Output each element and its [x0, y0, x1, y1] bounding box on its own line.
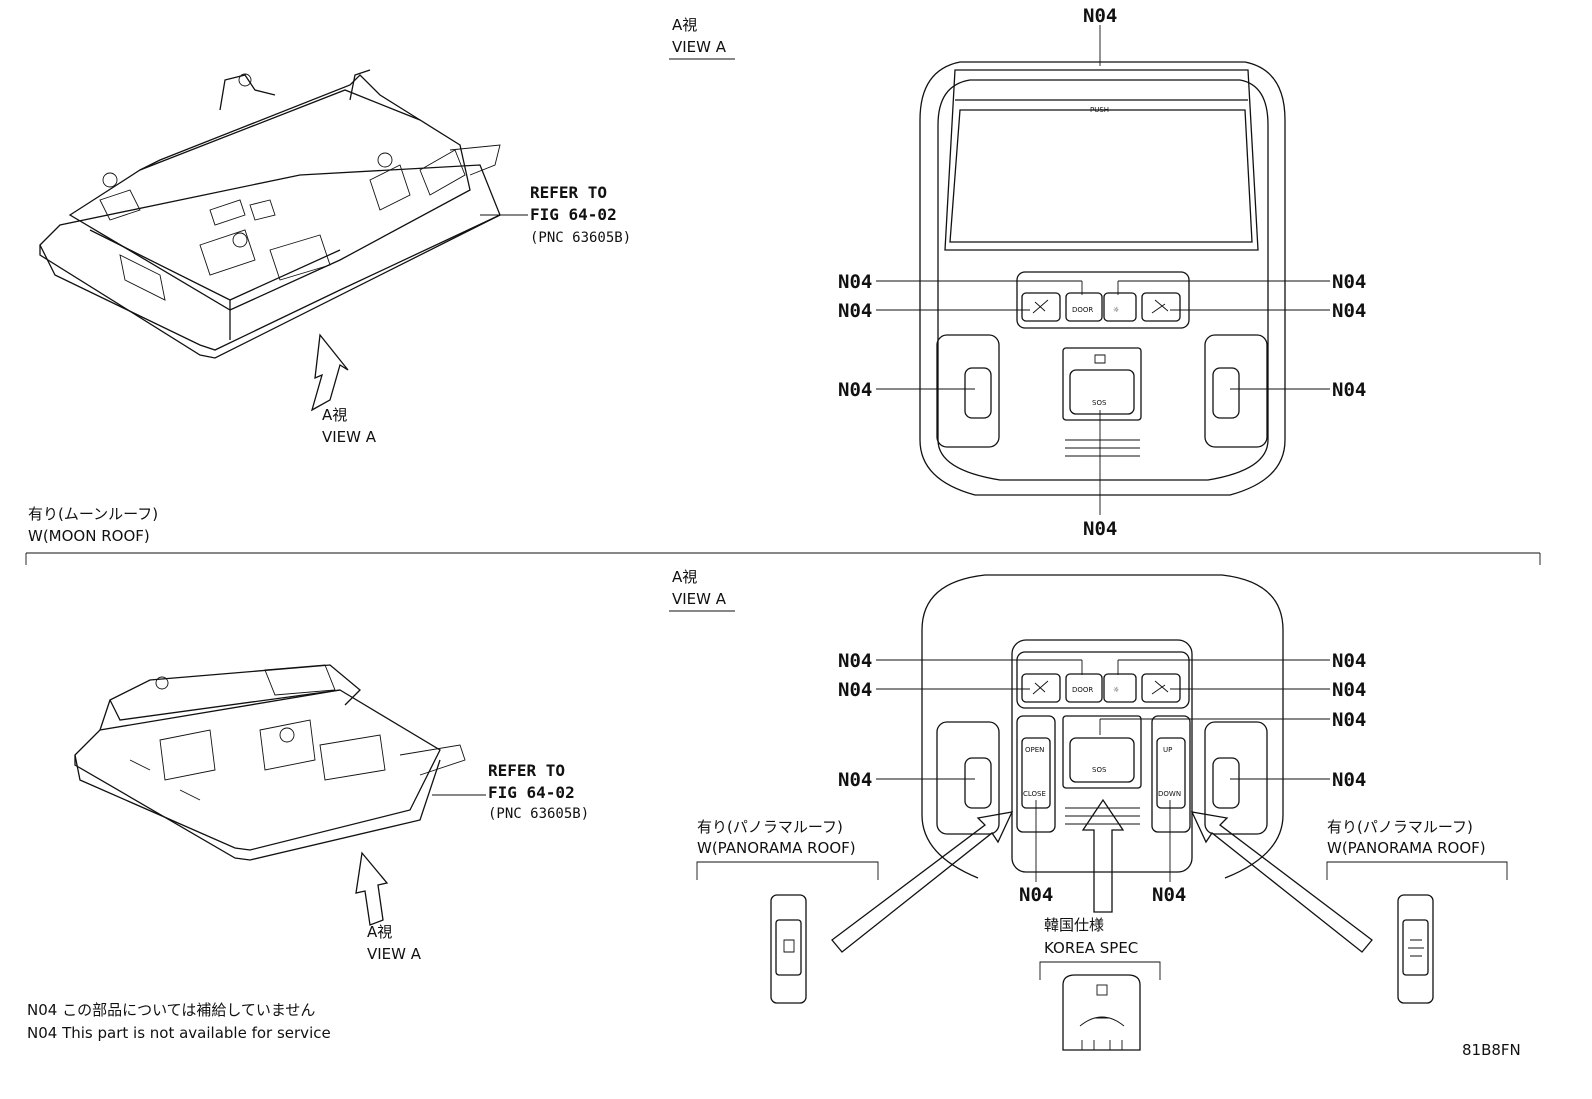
refer-fig-2: FIG 64-02: [488, 783, 575, 802]
n04-label: N04: [838, 300, 872, 322]
view-a-jp-arrow-2: A視: [367, 923, 392, 941]
view-a-jp-top: A視: [672, 16, 697, 34]
refer-to-2: REFER TO: [488, 761, 565, 780]
refer-pnc-2: (PNC 63605B): [488, 806, 589, 822]
n04-label: N04: [838, 650, 872, 672]
n04-label: N04: [1083, 5, 1117, 27]
view-a-en-arrow-1: VIEW A: [322, 428, 377, 446]
refer-fig-1: FIG 64-02: [530, 205, 617, 224]
n04-label: N04: [1152, 884, 1186, 906]
panorama-en-right: W(PANORAMA ROOF): [1327, 839, 1486, 857]
figure-code: 81B8FN: [1462, 1041, 1521, 1059]
close-label: CLOSE: [1023, 790, 1046, 798]
view-a-en-top: VIEW A: [672, 38, 727, 56]
footnote-jp: N04 この部品については補給していません: [27, 1001, 315, 1019]
view-a-en-arrow-2: VIEW A: [367, 945, 422, 963]
view-a-jp-arrow-1: A視: [322, 406, 347, 424]
svg-text:☼: ☼: [1113, 306, 1119, 314]
n04-label: N04: [1332, 679, 1366, 701]
sos-label-1: SOS: [1092, 399, 1107, 407]
n04-label: N04: [1332, 650, 1366, 672]
view-a-jp-bottom: A視: [672, 568, 697, 586]
n04-label: N04: [1019, 884, 1053, 906]
panorama-jp-right: 有り(パノラマルーフ): [1327, 818, 1473, 836]
down-label: DOWN: [1158, 790, 1181, 798]
panorama-switch-right: [1397, 894, 1434, 1004]
n04-label: N04: [838, 271, 872, 293]
n04-label: N04: [838, 769, 872, 791]
door-label-1: DOOR: [1072, 306, 1093, 314]
panorama-jp-left: 有り(パノラマルーフ): [697, 818, 843, 836]
console-view-panorama: DOOR ☼ OPEN CLOSE UP DOWN SOS: [831, 574, 1373, 953]
refer-pnc-1: (PNC 63605B): [530, 230, 631, 246]
footnote-en: N04 This part is not available for servi…: [27, 1024, 331, 1042]
n04-label: N04: [1332, 769, 1366, 791]
assembly-drawing-top: [39, 69, 501, 412]
open-label: OPEN: [1025, 746, 1044, 754]
n04-label: N04: [1332, 300, 1366, 322]
console-view-moon-roof: PUSH DOOR ☼ SOS: [919, 61, 1286, 496]
n04-label: N04: [1332, 271, 1366, 293]
svg-text:☼: ☼: [1113, 686, 1119, 694]
view-a-en-bottom: VIEW A: [672, 590, 727, 608]
n04-label: N04: [1332, 379, 1366, 401]
moon-roof-en: W(MOON ROOF): [28, 527, 150, 545]
korea-spec-en: KOREA SPEC: [1044, 939, 1138, 957]
up-label: UP: [1163, 746, 1172, 754]
panorama-en-left: W(PANORAMA ROOF): [697, 839, 856, 857]
korea-spec-jp: 韓国仕様: [1044, 916, 1104, 934]
n04-label: N04: [1332, 709, 1366, 731]
n04-label: N04: [1083, 518, 1117, 540]
korea-sos-switch: [1062, 974, 1141, 1051]
sos-label-2: SOS: [1092, 766, 1107, 774]
n04-label: N04: [838, 679, 872, 701]
panorama-switch-left: [770, 894, 807, 1004]
door-label-2: DOOR: [1072, 686, 1093, 694]
moon-roof-jp: 有り(ムーンルーフ): [28, 505, 158, 523]
push-label: PUSH: [1090, 106, 1109, 114]
n04-label: N04: [838, 379, 872, 401]
refer-to-1: REFER TO: [530, 183, 607, 202]
assembly-drawing-bottom: [74, 664, 466, 926]
